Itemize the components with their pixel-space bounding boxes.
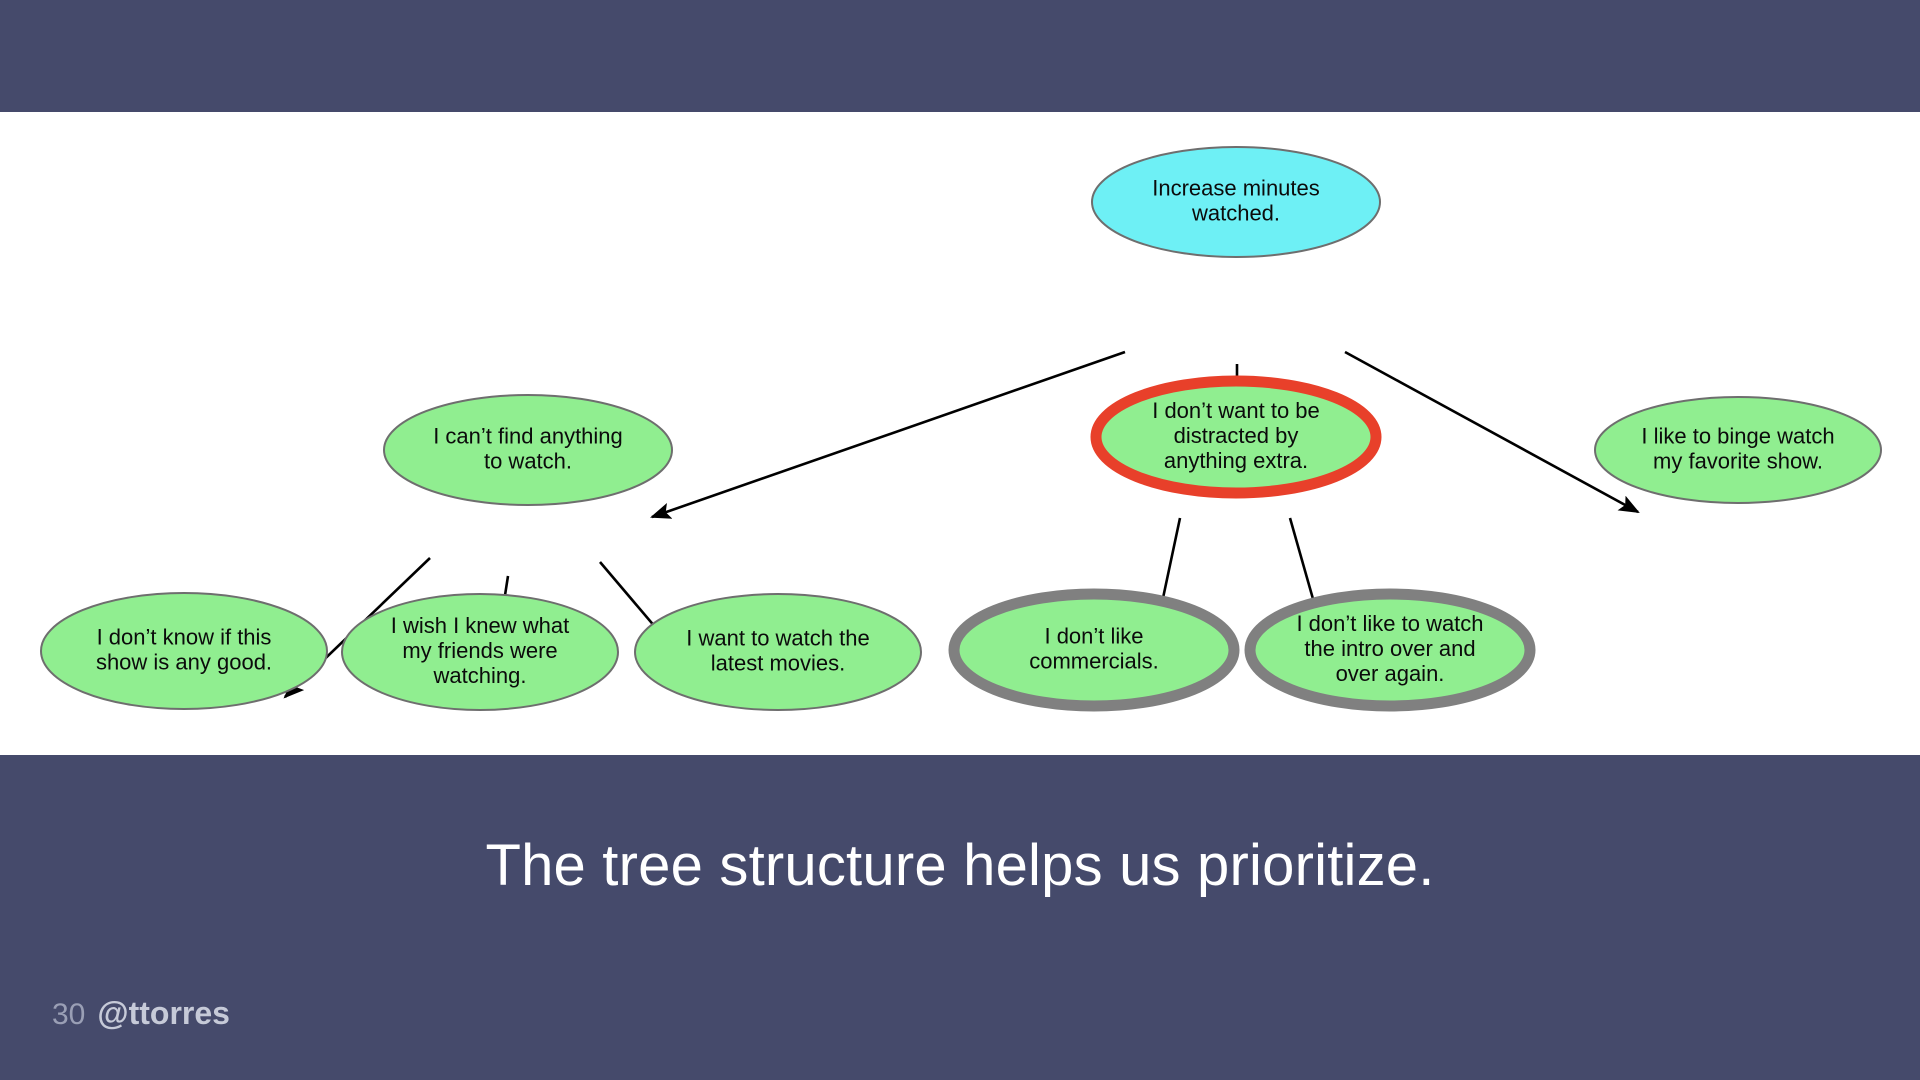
- caption-band: The tree structure helps us prioritize.: [0, 755, 1920, 975]
- node-label-intro-over-and-over: the intro over and: [1304, 636, 1475, 661]
- node-label-cant-find-anything: I can’t find anything: [433, 423, 623, 448]
- node-ellipse-cant-find-anything: [383, 394, 673, 506]
- node-label-binge-watch: I like to binge watch: [1641, 423, 1834, 448]
- node-label-intro-over-and-over: I don’t like to watch: [1296, 611, 1483, 636]
- slide-caption: The tree structure helps us prioritize.: [485, 832, 1435, 898]
- node-ellipse-friends-watching: [341, 593, 619, 711]
- node-ellipse-dont-know-if-good: [40, 592, 328, 710]
- node-ellipse-binge-watch: [1594, 396, 1882, 504]
- tree-edge-root-to-cant-find: [650, 350, 1126, 519]
- node-label-root: watched.: [1191, 200, 1280, 225]
- node-ellipse-dont-like-commercials: [948, 588, 1240, 712]
- node-label-binge-watch: my favorite show.: [1653, 448, 1823, 473]
- node-label-friends-watching: my friends were: [402, 638, 557, 663]
- node-ellipse-intro-over-and-over: [1244, 588, 1536, 712]
- node-ellipse-dont-want-distracted: [1090, 375, 1382, 499]
- node-label-dont-want-distracted: distracted by: [1174, 423, 1299, 448]
- node-label-cant-find-anything: to watch.: [484, 448, 572, 473]
- node-label-dont-like-commercials: commercials.: [1029, 648, 1159, 673]
- node-label-dont-know-if-good: I don’t know if this: [97, 624, 272, 649]
- node-ellipse-latest-movies: [634, 593, 922, 711]
- tree-edge-root-to-binge: [1344, 350, 1640, 514]
- node-ellipse-root: [1091, 146, 1381, 258]
- node-label-root: Increase minutes: [1152, 175, 1320, 200]
- node-label-latest-movies: latest movies.: [711, 650, 846, 675]
- node-label-friends-watching: watching.: [433, 663, 527, 688]
- author-handle: @ttorres: [97, 995, 230, 1031]
- page-number: 30: [52, 998, 86, 1031]
- node-label-dont-want-distracted: anything extra.: [1164, 448, 1308, 473]
- node-label-intro-over-and-over: over again.: [1336, 661, 1445, 686]
- node-label-friends-watching: I wish I knew what: [391, 613, 570, 638]
- node-label-dont-want-distracted: I don’t want to be: [1152, 398, 1320, 423]
- node-label-dont-know-if-good: show is any good.: [96, 649, 272, 674]
- slide-footer: 30 @ttorres: [52, 995, 230, 1032]
- node-label-latest-movies: I want to watch the: [686, 625, 869, 650]
- node-label-dont-like-commercials: I don’t like: [1044, 623, 1143, 648]
